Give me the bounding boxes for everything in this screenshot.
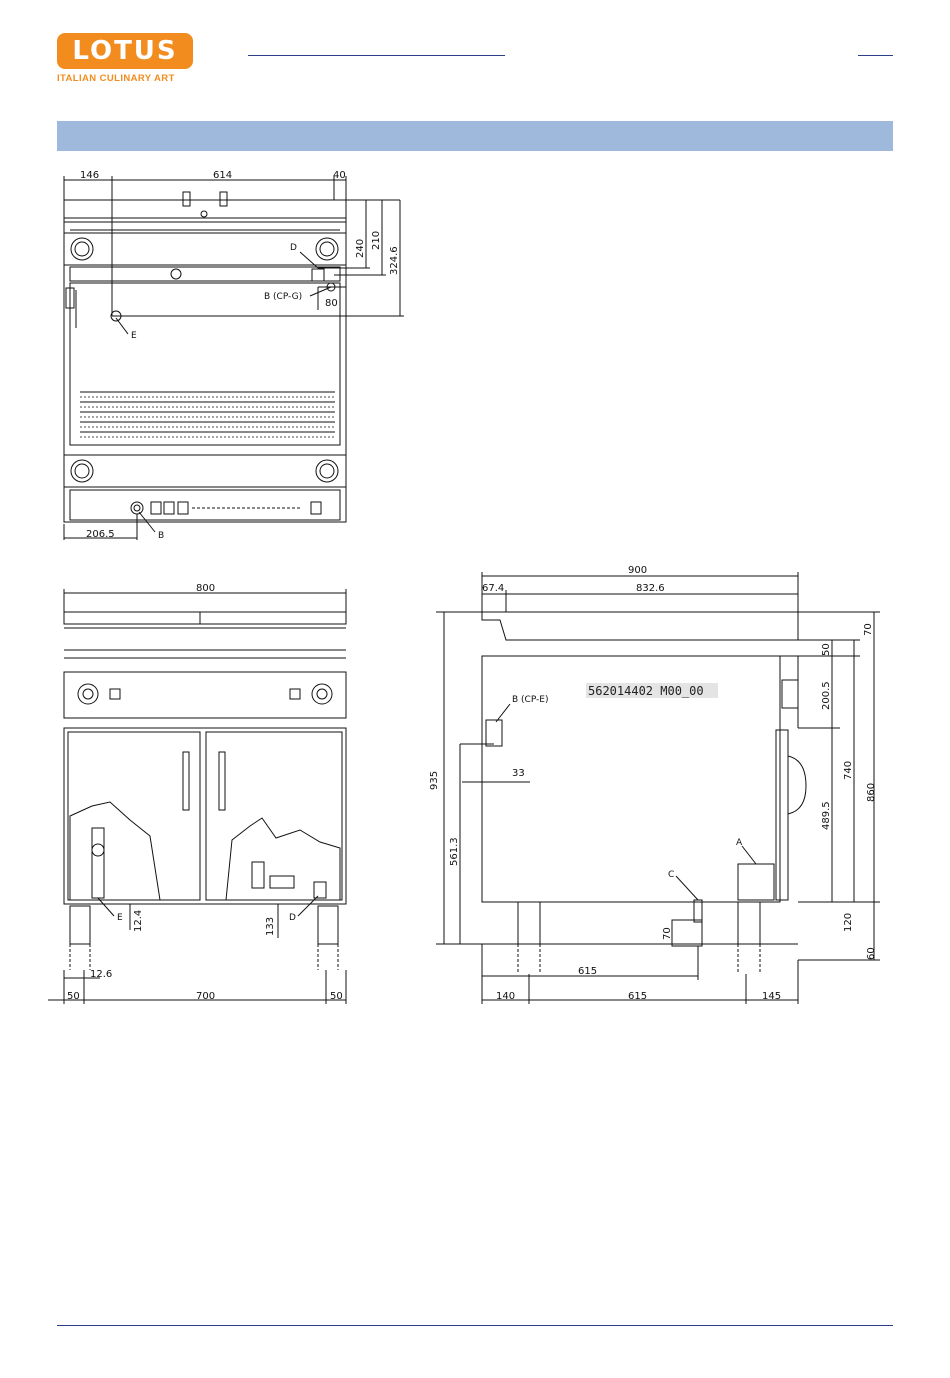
dim-860: 860 xyxy=(866,783,877,802)
label-c: C xyxy=(668,870,674,880)
dim-935: 935 xyxy=(429,771,440,790)
dim-700: 700 xyxy=(196,991,215,1002)
dim-133: 133 xyxy=(265,917,276,936)
dim-60: 60 xyxy=(866,947,877,960)
dim-800: 800 xyxy=(196,583,215,594)
label-b-top: B xyxy=(158,531,164,541)
dim-33: 33 xyxy=(512,768,525,779)
dim-614: 614 xyxy=(213,170,232,181)
dim-210: 210 xyxy=(371,231,382,250)
dim-50-right: 50 xyxy=(330,991,343,1002)
label-b-cpg: B (CP-G) xyxy=(264,292,302,302)
label-e-top: E xyxy=(131,331,137,341)
dim-40: 40 xyxy=(333,170,346,181)
dim-12-4: 12.4 xyxy=(133,910,144,932)
side-view xyxy=(436,572,880,1004)
dim-80: 80 xyxy=(325,298,338,309)
label-a: A xyxy=(736,838,743,848)
label-d-front: D xyxy=(289,913,296,923)
dim-67-4: 67.4 xyxy=(482,583,504,594)
dim-615-upper: 615 xyxy=(578,966,597,977)
dim-145: 145 xyxy=(762,991,781,1002)
dim-12-6: 12.6 xyxy=(90,969,112,980)
dim-561-3: 561.3 xyxy=(449,837,460,866)
top-view xyxy=(64,176,404,540)
footer-rule xyxy=(57,1325,893,1326)
label-e-front: E xyxy=(117,913,123,923)
dim-200-5: 200.5 xyxy=(821,681,832,710)
dim-900: 900 xyxy=(628,565,647,576)
dim-50-side: 50 xyxy=(821,643,832,656)
front-view xyxy=(48,589,346,1004)
dim-240: 240 xyxy=(355,239,366,258)
dim-140: 140 xyxy=(496,991,515,1002)
dim-70-side: 70 xyxy=(662,927,673,940)
dim-50-left: 50 xyxy=(67,991,80,1002)
label-b-cpe: B (CP-E) xyxy=(512,695,549,705)
dim-615-lower: 615 xyxy=(628,991,647,1002)
dim-120: 120 xyxy=(843,913,854,932)
dim-489-5: 489.5 xyxy=(821,801,832,830)
label-d-top: D xyxy=(290,243,297,253)
dim-324-6: 324.6 xyxy=(389,246,400,275)
dim-740: 740 xyxy=(843,761,854,780)
dim-70-top: 70 xyxy=(863,623,874,636)
dim-832-6: 832.6 xyxy=(636,583,665,594)
dim-146: 146 xyxy=(80,170,99,181)
drawing-code: 562014402 M00_00 xyxy=(588,684,704,698)
dim-206-5: 206.5 xyxy=(86,529,115,540)
